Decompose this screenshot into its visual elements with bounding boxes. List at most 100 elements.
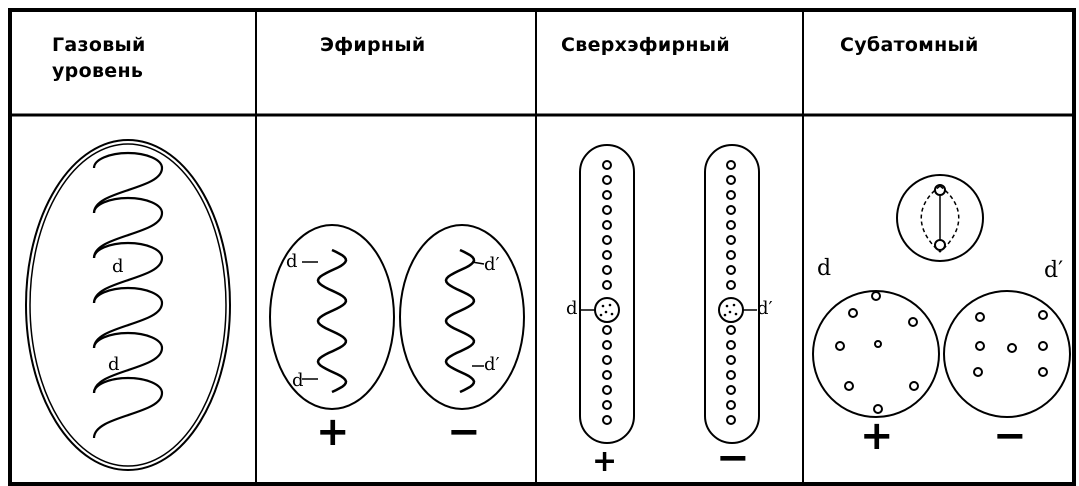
etheric-plus-wave	[316, 248, 348, 394]
spiral-loop-front	[92, 302, 164, 349]
capsule-dot	[602, 265, 612, 275]
capsule-dot	[602, 280, 612, 290]
spiral-loop-front	[92, 347, 164, 394]
capsule-dot	[726, 400, 736, 410]
capsule-dot	[726, 325, 736, 335]
table-border	[8, 8, 1076, 486]
gas-level-figure	[25, 139, 231, 471]
etheric-minus-sign: −	[447, 409, 481, 455]
capsule-dot	[726, 190, 736, 200]
super-etheric-plus-dots	[602, 160, 612, 425]
super-etheric-minus-dots	[726, 160, 736, 425]
gas-inner-ellipse	[29, 143, 227, 467]
spiral-loop-back	[92, 331, 164, 349]
capsule-dot	[726, 340, 736, 350]
super-etheric-minus-capsule	[704, 144, 760, 444]
column-header-gas-line1: Газовый	[52, 34, 146, 56]
sub-atomic-dashed-right	[939, 185, 960, 253]
etheric-plus-ellipse	[269, 224, 395, 410]
super-etheric-label-d-prime: d′	[757, 298, 773, 319]
sub-atomic-minus-points	[973, 310, 1048, 377]
capsule-dot	[602, 385, 612, 395]
sub-atomic-plus-circle	[812, 290, 940, 418]
spiral-loop-back	[92, 196, 164, 214]
column-header-gas-line2: уровень	[52, 60, 144, 82]
capsule-dot	[602, 235, 612, 245]
sub-atomic-plus-points	[835, 291, 919, 414]
etheric-plus-sign: +	[316, 409, 350, 455]
super-etheric-minus-sign: −	[716, 435, 750, 481]
super-etheric-label-d: d	[566, 298, 578, 319]
gas-spiral	[92, 151, 164, 439]
etheric-minus-ellipse	[399, 224, 525, 410]
capsule-dot	[602, 205, 612, 215]
etheric-minus-wave	[444, 248, 476, 394]
sub-atomic-minus-circle	[943, 290, 1071, 418]
capsule-dot	[726, 370, 736, 380]
capsule-dot	[602, 370, 612, 380]
capsule-dot	[726, 415, 736, 425]
capsule-dot	[602, 250, 612, 260]
center-stipple	[599, 303, 738, 317]
capsule-dot	[726, 280, 736, 290]
capsule-dot	[602, 175, 612, 185]
spiral-loop-front	[92, 167, 164, 214]
capsule-dot	[726, 250, 736, 260]
etheric-label-d-lower: d	[292, 370, 304, 391]
etheric-figures	[269, 224, 525, 410]
spiral-loop-front	[92, 257, 164, 304]
capsule-dot	[726, 385, 736, 395]
gas-label-d-lower: d	[108, 354, 120, 375]
column-header-gas: Газовый уровень	[52, 32, 146, 84]
spiral-loop-front	[92, 392, 164, 439]
capsule-dot	[726, 265, 736, 275]
capsule-dot	[726, 160, 736, 170]
sub-atomic-bottom-node	[934, 239, 946, 251]
sub-atomic-label-d-prime: d′	[1044, 258, 1064, 283]
capsule-dot	[726, 175, 736, 185]
sub-atomic-label-d: d	[817, 256, 832, 281]
table-grid	[8, 8, 1076, 486]
sub-atomic-top-circle	[896, 174, 984, 262]
spiral-loop-back	[92, 241, 164, 259]
super-etheric-figures	[579, 144, 760, 444]
column-header-super-etheric-line1: Сверхэфирный	[561, 34, 730, 56]
spiral-loop-back	[92, 151, 164, 169]
column-header-etheric: Эфирный	[320, 32, 425, 58]
sub-atomic-minus-sign: −	[993, 413, 1027, 459]
super-etheric-minus-center	[718, 297, 744, 323]
super-etheric-plus-capsule	[579, 144, 635, 444]
gas-outer-ellipse	[25, 139, 231, 471]
column-header-super-etheric: Сверхэфирный	[561, 32, 730, 58]
capsule-dot	[726, 220, 736, 230]
capsule-dot	[726, 355, 736, 365]
super-etheric-plus-sign: +	[592, 444, 618, 479]
capsule-dot	[602, 400, 612, 410]
column-header-etheric-line1: Эфирный	[320, 34, 426, 56]
sub-atomic-plus-sign: +	[860, 413, 894, 459]
capsule-dot	[602, 190, 612, 200]
column-header-sub-atomic-line1: Субатомный	[840, 34, 979, 56]
sub-atomic-dashed-left	[920, 185, 941, 253]
capsule-dot	[726, 205, 736, 215]
sub-atomic-figures	[812, 174, 1071, 418]
capsule-dot	[602, 340, 612, 350]
capsule-dot	[602, 220, 612, 230]
spiral-loop-back	[92, 376, 164, 394]
super-etheric-plus-center	[594, 297, 620, 323]
capsule-dot	[726, 235, 736, 245]
gas-label-d-upper: d	[112, 256, 124, 277]
spiral-loop-back	[92, 286, 164, 304]
etheric-label-d-prime-upper: d′	[484, 254, 500, 275]
etheric-label-d-upper: d	[286, 251, 298, 272]
spiral-loop-front	[92, 212, 164, 259]
capsule-dot	[602, 160, 612, 170]
capsule-dot	[602, 355, 612, 365]
etheric-label-d-prime-lower: d′	[484, 354, 500, 375]
column-header-sub-atomic: Субатомный	[840, 32, 979, 58]
etheric-minus-pointer-top	[471, 261, 485, 265]
capsule-dot	[602, 325, 612, 335]
capsule-dot	[602, 415, 612, 425]
